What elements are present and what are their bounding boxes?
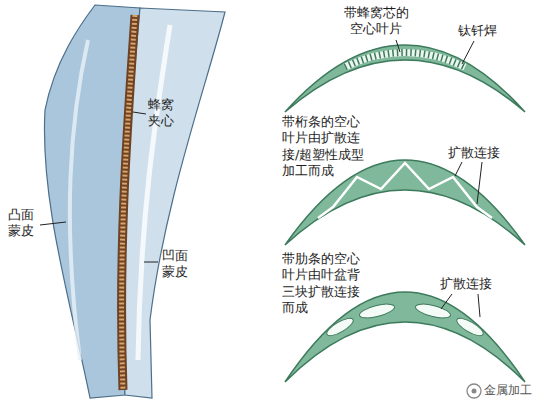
rib-cavity	[358, 301, 396, 320]
leader-line	[478, 294, 480, 317]
convex-skin	[44, 5, 140, 398]
honeycomb-band	[345, 53, 465, 68]
leader-line	[462, 41, 474, 64]
leader-line	[441, 294, 452, 309]
leader-line	[133, 112, 146, 114]
leader-line	[40, 222, 66, 225]
honeycomb-cells	[122, 15, 135, 390]
part-name: 蜂窝 夹心	[148, 97, 182, 130]
honeycomb-cells	[345, 53, 465, 68]
rib-cavity	[414, 301, 452, 320]
part-name: 凹面 蒙皮	[162, 248, 196, 281]
leader-line	[144, 262, 158, 263]
joint-label: 扩散连接	[448, 145, 500, 161]
section-title: 带蜂窝芯的 空心叶片	[340, 5, 413, 38]
watermark-icon	[467, 384, 481, 398]
leader-line	[477, 162, 482, 204]
section-description: 带肋条的空心 叶片由叶盆背 三块扩散连接 而成	[282, 251, 370, 316]
blade-section	[285, 45, 525, 112]
rib-cavity	[455, 315, 486, 339]
leader-line	[396, 40, 400, 52]
watermark-icon	[472, 389, 477, 394]
concave-skin	[123, 8, 225, 398]
section-description: 带桁条的空心 叶片由扩散连 接/超塑性成型 加工而成	[282, 114, 370, 179]
truss-web	[318, 163, 492, 218]
skin-highlight	[138, 25, 170, 360]
honeycomb-core	[122, 15, 135, 390]
joint-label: 钛钎焊	[458, 23, 497, 39]
watermark: 金属加工	[484, 383, 532, 398]
blade-section	[285, 292, 525, 382]
part-name: 凸面 蒙皮	[8, 207, 42, 240]
skin-highlight	[70, 40, 88, 360]
rib-cavity	[325, 315, 356, 339]
leader-line	[455, 162, 462, 176]
joint-label: 扩散连接	[440, 276, 492, 292]
